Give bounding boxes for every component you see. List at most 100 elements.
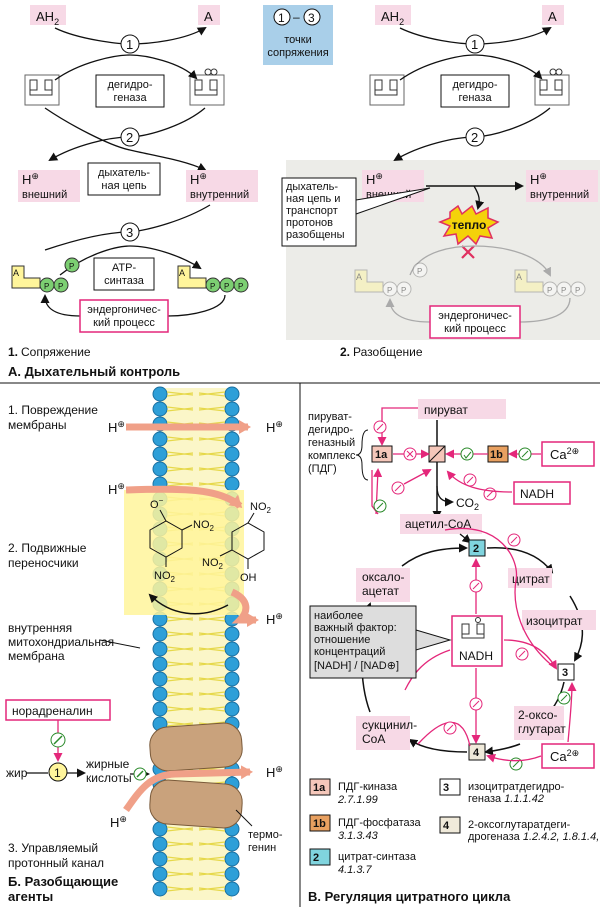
- key-3-node: [557, 663, 575, 681]
- key-2-node: [468, 539, 486, 557]
- thermogenin-proton-arrow: [123, 765, 253, 813]
- pyruvate-label: пируват: [424, 403, 468, 417]
- lipolysis-step-1: [48, 762, 68, 782]
- coupling-point-3-label: 3: [126, 225, 133, 240]
- lipid-head: [224, 656, 240, 672]
- legend-key-label: 1b: [313, 818, 326, 830]
- lipid-tail: [166, 886, 194, 892]
- coupling-point-3: [120, 222, 140, 242]
- svg-text:P: P: [210, 282, 215, 291]
- lipid-tail: [198, 436, 226, 442]
- lipid-head: [152, 401, 168, 417]
- h-outer-label-2: H⊕: [366, 171, 383, 187]
- svg-text:P: P: [224, 282, 229, 291]
- svg-text:OH: OH: [240, 572, 257, 584]
- lipid-tail: [166, 856, 194, 862]
- svg-text:O−: O−: [150, 496, 164, 511]
- ah2-label: AH2: [36, 9, 59, 27]
- carrier-cycle-arrow: [148, 593, 229, 615]
- lipid-tail: [166, 436, 194, 442]
- legend-key-label: 2: [313, 852, 319, 864]
- coupling-point-2: [120, 127, 140, 147]
- carrier-proton-in: [125, 485, 243, 509]
- lipid-tail: [198, 706, 226, 712]
- nadh-label-1: NADH: [520, 487, 554, 501]
- coupling-caption: 1.Сопряжение: [8, 345, 91, 359]
- uncoupled-box: [281, 177, 357, 247]
- thermogenin-lower: [149, 779, 243, 829]
- lipid-head: [152, 851, 168, 867]
- svg-text:1: 1: [54, 766, 61, 780]
- oxaloacetate-label: оксало-ацетат: [362, 570, 405, 598]
- lipid-tail: [166, 451, 194, 457]
- thermogenin-h-out: H⊕: [266, 764, 283, 780]
- ca-box-2: [541, 743, 595, 769]
- legend-key-box: [309, 848, 331, 866]
- lipid-head: [152, 446, 168, 462]
- lipid-head: [152, 431, 168, 447]
- a-label-bg: [198, 5, 220, 25]
- lipid-head: [224, 431, 240, 447]
- lipid-tail: [198, 391, 226, 397]
- damage-h-right: H⊕: [266, 419, 283, 435]
- nad-reduction-arc: [54, 54, 198, 81]
- ca-label-1: Ca2⊕: [550, 446, 579, 462]
- lipid-head: [224, 686, 240, 702]
- legend-enzyme-name: изоцитратдегидро-геназа 1.1.1.42: [468, 781, 565, 805]
- legend-key-box: [309, 814, 331, 832]
- nadh-reduced-icon-2: [534, 68, 570, 106]
- lipid-head: [152, 686, 168, 702]
- co2-release: [436, 485, 454, 507]
- lipid-head: [152, 656, 168, 672]
- faded-cycle: [409, 245, 551, 277]
- heat-label: тепло: [452, 218, 487, 232]
- panel-v-title: В. Регуляция цитратного цикла: [308, 889, 511, 904]
- nadh-center-icon: [461, 617, 485, 639]
- thermogenin-upper: [149, 722, 243, 772]
- dinitrophenol-structure: NO2 NO2 OH: [202, 501, 272, 584]
- svg-text:P: P: [44, 282, 49, 291]
- lipid-tail: [166, 871, 194, 877]
- lipid-tail: [198, 616, 226, 622]
- nad-oxidized-icon-2: [369, 74, 405, 106]
- dehydrogenase-box-2: [440, 74, 510, 108]
- lipid-tail: [166, 481, 194, 487]
- lipid-head: [224, 836, 240, 852]
- atp-synthase-label: ATP-синтаза: [104, 262, 145, 287]
- svg-text:–: –: [293, 10, 300, 24]
- lipid-tail: [198, 661, 226, 667]
- thermogenin-label: термо-генин: [248, 829, 283, 854]
- adp-icon: A P P P: [11, 257, 80, 293]
- ca-label-2: Ca2⊕: [550, 748, 579, 764]
- svg-text:P: P: [387, 286, 392, 295]
- svg-text:P: P: [69, 262, 74, 271]
- svg-text:P: P: [401, 286, 406, 295]
- endergonic-box-2: [429, 305, 521, 339]
- lipid-tail: [198, 406, 226, 412]
- lipid-tail: [198, 691, 226, 697]
- lipid-tail: [166, 706, 194, 712]
- factor-callout: [309, 605, 417, 679]
- lipid-head: [224, 866, 240, 882]
- svg-text:4: 4: [473, 747, 480, 759]
- h-outer-label: H⊕: [22, 171, 39, 187]
- lipid-head: [152, 626, 168, 642]
- lipid-head: [152, 701, 168, 717]
- legend-key-label: 1a: [313, 782, 326, 794]
- lipid-head: [224, 386, 240, 402]
- ah2-label-bg: [30, 5, 66, 25]
- faded-adp-icon: A P P P: [354, 262, 428, 297]
- svg-text:P: P: [238, 282, 243, 291]
- lipid-tail: [166, 691, 194, 697]
- lipid-tail: [166, 661, 194, 667]
- regulation-symbols-pdh: [373, 420, 532, 513]
